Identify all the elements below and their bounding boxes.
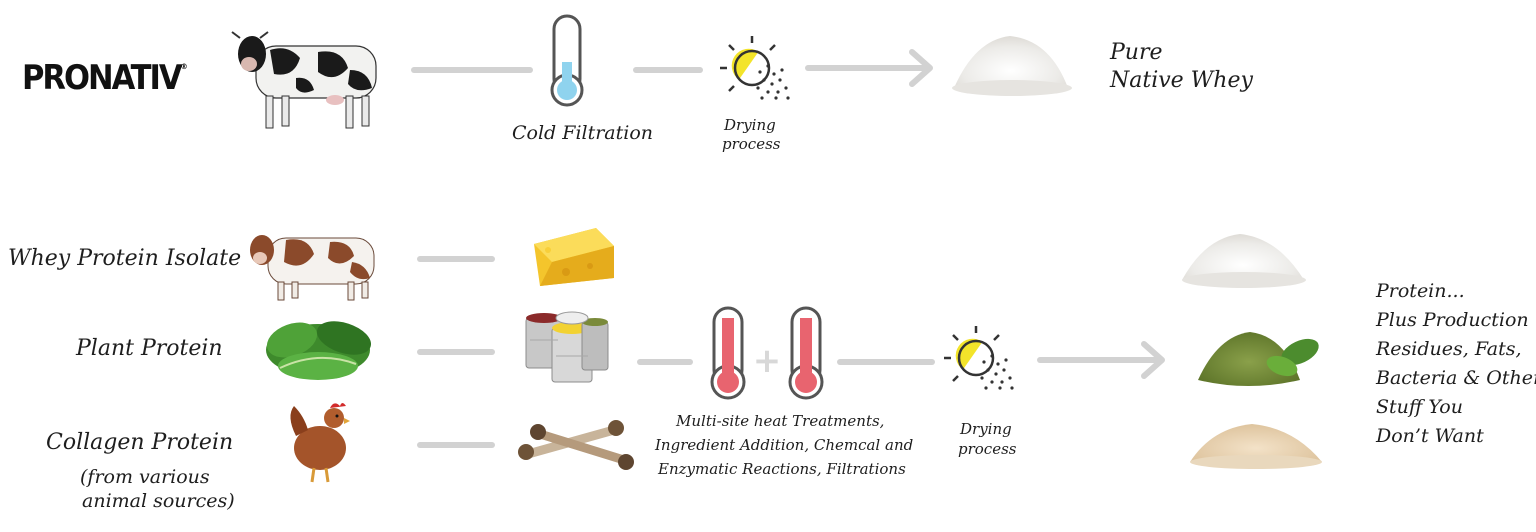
beige-powder-icon xyxy=(1190,424,1322,469)
brown-cow-icon xyxy=(250,235,375,301)
pronativ-logo: PRONATIV® xyxy=(22,58,188,98)
green-powder-icon xyxy=(1198,332,1319,386)
white-powder-icon xyxy=(1182,234,1306,288)
hot-thermometer-icon xyxy=(710,306,746,400)
source-label-whey: Whey Protein Isolate xyxy=(8,246,242,271)
result-pure-line1: Pure xyxy=(1110,40,1163,65)
result-protein-line4: Bacteria & Other xyxy=(1376,367,1536,389)
spinach-icon xyxy=(266,321,372,380)
sun-drying-icon xyxy=(944,326,1014,390)
result-protein-line6: Don’t Want xyxy=(1376,425,1484,447)
top-drying-label-line1: Drying xyxy=(724,116,776,134)
result-protein-line3: Residues, Fats, xyxy=(1376,338,1522,360)
holstein-cow-icon xyxy=(231,31,377,129)
collagen-note-line2: animal sources) xyxy=(82,490,235,512)
result-protein-line5: Stuff You xyxy=(1376,396,1463,418)
collagen-note-line1: (from various xyxy=(80,466,210,488)
cans-icon xyxy=(525,311,609,383)
treatment-line2: Ingredient Addition, Chemcal and xyxy=(655,436,914,454)
treatment-line1: Multi-site heat Treatments, xyxy=(676,412,885,430)
cold-filtration-label: Cold Filtration xyxy=(512,122,654,144)
bones-icon xyxy=(518,420,634,470)
source-label-plant: Plant Protein xyxy=(76,336,223,361)
result-protein-line1: Protein... xyxy=(1376,280,1465,302)
logo-trademark: ® xyxy=(180,62,188,71)
top-drying-label-line2: process xyxy=(722,135,781,153)
hot-thermometer-icon xyxy=(788,306,824,400)
white-powder-icon xyxy=(952,36,1072,96)
result-pure-line2: Native Whey xyxy=(1110,68,1253,93)
cheese-icon xyxy=(534,228,614,286)
bottom-drying-label-line2: process xyxy=(958,440,1017,458)
result-protein-line2: Plus Production xyxy=(1376,309,1529,331)
cold-thermometer-icon xyxy=(550,14,584,107)
logo-text: PRONATIV xyxy=(22,58,183,98)
chicken-icon xyxy=(290,403,350,483)
arrow-icon xyxy=(1037,341,1165,379)
source-label-collagen: Collagen Protein xyxy=(46,430,234,455)
arrow-icon xyxy=(805,49,933,87)
plus-sign: + xyxy=(753,341,782,381)
treatment-line3: Enzymatic Reactions, Filtrations xyxy=(658,460,906,478)
sun-drying-icon xyxy=(720,36,790,100)
bottom-drying-label-line1: Drying xyxy=(960,420,1012,438)
